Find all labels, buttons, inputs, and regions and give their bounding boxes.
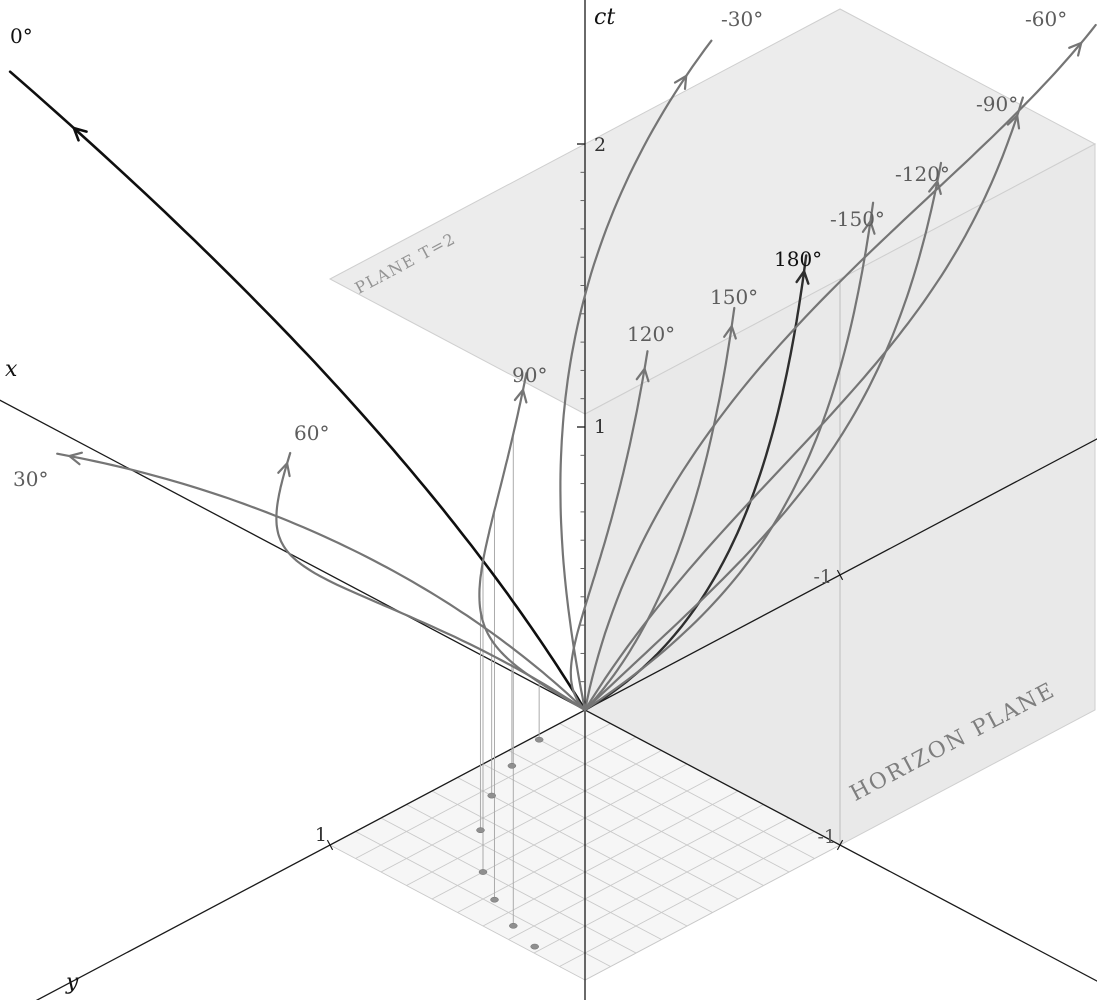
floor-grid-line [559,831,815,967]
label-ray-90deg: 90° [512,363,547,387]
arrowhead-0deg [71,126,88,142]
ray-path-30deg [56,452,587,712]
projection-dot [490,896,499,903]
floor-grid-line [508,804,764,940]
label-ray-150deg: 150° [710,285,758,309]
y-tick-1 [326,839,334,851]
x-axis-label: x [5,357,18,382]
label-ray-60deg: 60° [294,421,329,445]
ray-path-180deg [583,254,808,712]
arrowhead--150deg [861,218,876,235]
y-axis [35,438,1097,1000]
ray-path--60deg [583,23,1097,712]
y-tick-1-label: 1 [315,824,327,846]
floor-grid-line [584,844,841,981]
arrowhead-180deg [795,268,810,285]
y-tick-m1-label: -1 [813,566,832,588]
floor-grid-line [431,790,688,927]
label-ray-m60deg: -60° [1025,7,1067,31]
projection-dot [530,943,539,950]
arrowhead--120deg [928,179,942,195]
ray-path-120deg [569,350,649,712]
ray-path-90deg [478,372,587,712]
floor-grid-line [329,844,586,981]
ct-axis-label: ct [594,5,615,30]
ray-path--120deg [583,161,943,712]
ray-path-150deg [583,306,736,712]
floor-grid-line [533,817,790,954]
arrowhead--60deg [1068,41,1083,57]
ray-path-0deg [8,70,587,712]
projection-dot [509,922,518,929]
y-tick-m1 [836,569,844,581]
ray-path--90deg [583,96,1025,712]
arrowhead-60deg [277,460,291,478]
label-ray-m90deg: -90° [976,92,1018,116]
x-tick-m1 [836,839,844,851]
projection-dot [476,827,485,834]
label-ray-120deg: 120° [627,322,675,346]
arrowhead-120deg [635,366,650,383]
ray-path--30deg [559,39,713,712]
label-ray-180deg: 180° [774,247,822,271]
arrowhead--90deg [1006,113,1021,130]
floor-grid-line [482,790,739,927]
floor-grid-line [380,817,637,954]
label-ray-m30deg: -30° [721,7,763,31]
arrowhead-90deg [513,387,528,404]
projection-dot [507,762,517,769]
ct-tick-1-label: 1 [594,416,606,438]
label-ray-m120deg: -120° [895,162,950,186]
y-axis-label: y [65,970,79,995]
projection-dot [487,792,496,799]
label-ray-0deg: 0° [10,24,33,48]
arrowhead-30deg [67,451,83,466]
arrowhead-150deg [723,323,737,340]
label-ray-30deg: 30° [13,467,48,491]
x-tick-m1-label: -1 [817,826,836,848]
ray-path-60deg [275,451,587,712]
floor-grid-line [355,831,611,967]
projection-dot [534,736,544,743]
arrowhead--30deg [673,73,688,90]
floor-grid-line [406,804,662,940]
projection-dot [478,869,488,875]
label-ray-m150deg: -150° [830,207,885,231]
ray-path--150deg [583,201,875,712]
x-axis [0,399,1097,982]
ct-tick-2-label: 2 [594,134,606,156]
